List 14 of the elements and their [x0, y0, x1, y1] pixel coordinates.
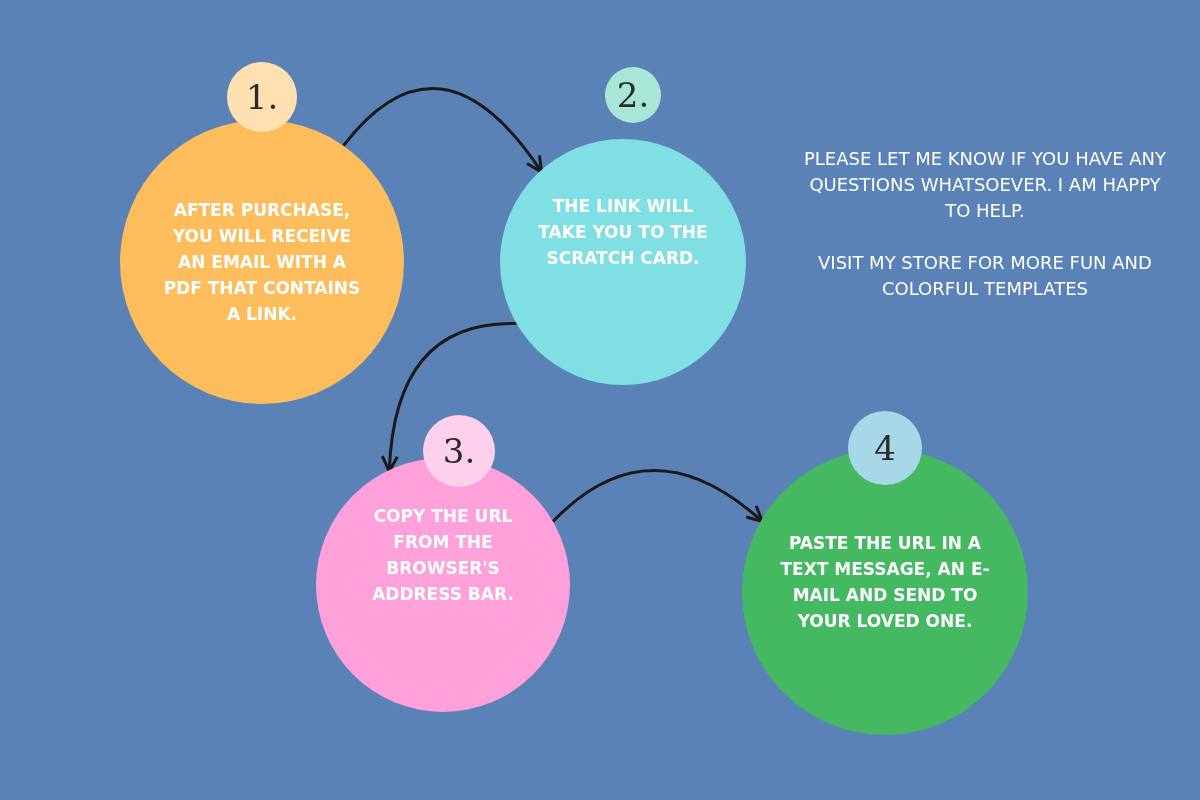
- note-text: PLEASE LET ME KNOW IF YOU HAVE ANY QUESTIONS WHATSOEVER. I AM HAPPY TO HELP.: [802, 147, 1168, 223]
- arrow: [551, 469, 764, 523]
- arrow: [381, 322, 517, 473]
- step-text: PASTE THE URL IN A TEXT MESSAGE, AN E-MAIL AND SEND TO YOUR LOVED ONE.: [779, 532, 991, 633]
- step-number: 3.: [442, 434, 476, 468]
- step-text: AFTER PURCHASE, YOU WILL RECEIVE AN EMAIL WITH A PDF THAT CONTAINS A LINK.: [162, 199, 362, 326]
- arrow: [342, 87, 544, 174]
- step-number: 1.: [245, 80, 279, 114]
- step-number: 4: [874, 431, 896, 465]
- step-number: 2.: [616, 78, 650, 112]
- step-text: COPY THE URL FROM THE BROWSER'S ADDRESS BAR.: [371, 505, 515, 606]
- note-text: VISIT MY STORE FOR MORE FUN AND COLORFUL TEMPLATES: [817, 251, 1153, 301]
- step-text: THE LINK WILL TAKE YOU TO THE SCRATCH CARD.: [537, 195, 709, 270]
- number-badge: [605, 67, 661, 123]
